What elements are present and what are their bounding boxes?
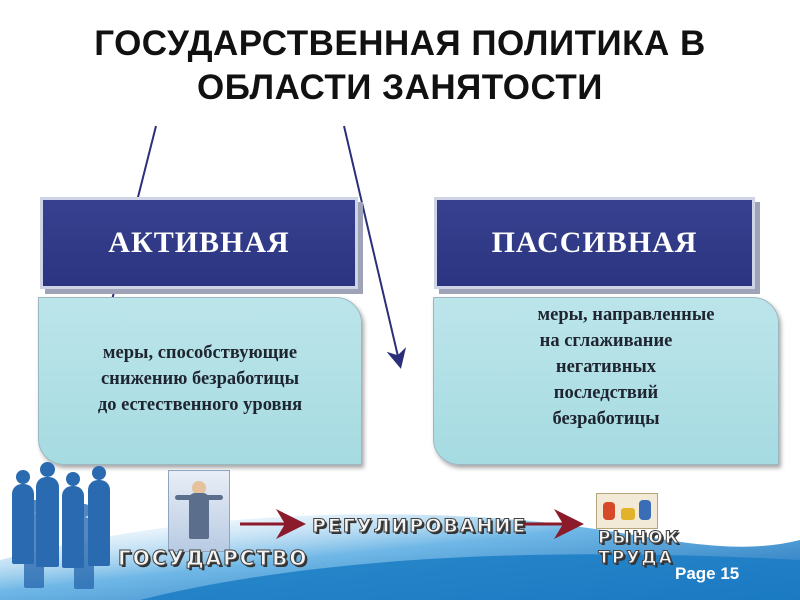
passive-desc-line: меры, направленные: [537, 305, 715, 325]
page-number: Page 15: [675, 564, 740, 583]
active-policy-description: меры, способствующие снижению безработиц…: [38, 297, 362, 465]
passive-policy-heading: ПАССИВНАЯ: [434, 197, 755, 289]
active-policy-heading: АКТИВНАЯ: [40, 197, 358, 289]
labor-market-label: РЫНОК ТРУДА: [598, 528, 681, 569]
passive-desc-line: безработицы: [552, 409, 660, 429]
people-silhouettes-icon: [8, 460, 128, 600]
statesman-icon: [168, 470, 230, 552]
active-desc-line: до естественного уровня: [97, 395, 303, 415]
passive-heading-label: ПАССИВНАЯ: [491, 226, 698, 259]
passive-desc-line: негативных: [555, 357, 657, 377]
state-label: ГОСУДАРСТВО: [117, 546, 309, 571]
market-label-line-2: ТРУДА: [598, 548, 674, 569]
regulation-label: РЕГУЛИРОВАНИЕ: [311, 515, 528, 538]
page-title: ГОСУДАРСТВЕННАЯ ПОЛИТИКА В ОБЛАСТИ ЗАНЯТ…: [20, 22, 780, 110]
title-line-2: ОБЛАСТИ ЗАНЯТОСТИ: [197, 68, 603, 107]
active-desc-line: снижению безработицы: [100, 369, 300, 389]
passive-policy-description: меры, направленные на сглаживание негати…: [433, 297, 779, 465]
active-heading-label: АКТИВНАЯ: [108, 226, 290, 259]
labor-market-icon: [596, 493, 658, 529]
title-line-1: ГОСУДАРСТВЕННАЯ ПОЛИТИКА В: [94, 24, 706, 63]
connector-right: [343, 125, 407, 369]
active-desc-line: меры, способствующие: [102, 343, 298, 363]
market-label-line-1: РЫНОК: [598, 528, 681, 549]
passive-desc-line: на сглаживание: [539, 331, 673, 351]
passive-desc-line: последствий: [553, 383, 659, 403]
